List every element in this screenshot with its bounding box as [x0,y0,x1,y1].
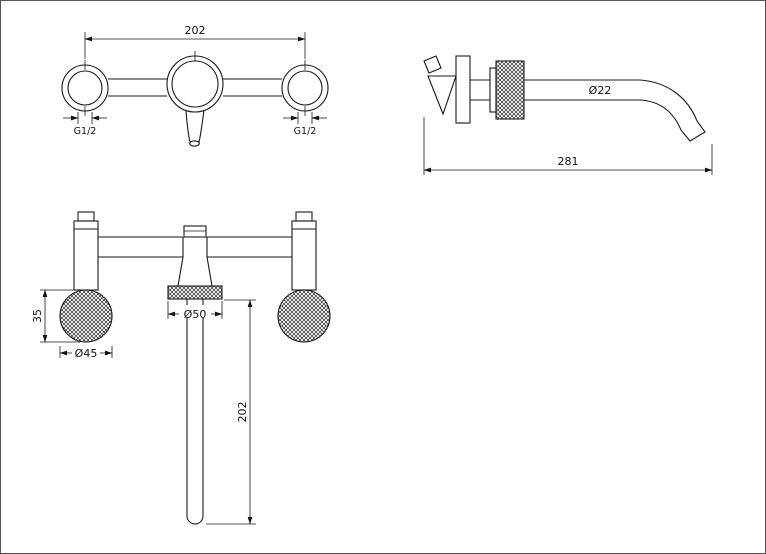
dim-label-reach: 281 [558,155,579,168]
dim-label-flange-diameter: Ø50 [184,308,207,321]
knurled-nut [495,60,525,120]
right-handle-outer [281,64,329,112]
wall-fitting-stub [423,55,442,74]
dim-thread-left: G1/2 [63,112,107,137]
spout-shank [470,79,490,101]
dim-trim-diameter-45: Ø45 [59,346,113,360]
crossbar-tube [98,236,292,258]
spout-front-outline [185,109,205,143]
thread-label-right: G1/2 [294,126,317,137]
left-valve-body [73,220,99,291]
plan-view: 35 Ø45 Ø50 202 [31,211,331,525]
right-handle-inner [287,70,323,106]
thread-label-left: G1/2 [74,126,97,137]
dim-width-202: 202 [84,24,306,59]
spout-base-outer [166,55,224,113]
left-handle-outer [61,64,109,112]
dim-trim-height-35: 35 [31,289,80,343]
nut-flange [489,67,497,113]
side-view: Ø22 281 [423,55,713,175]
dim-label-spout-diameter: Ø22 [589,84,612,97]
spout-outlet [189,140,200,147]
dim-label-width: 202 [185,24,206,37]
center-junction [177,237,213,287]
dim-text-mask [179,305,211,318]
escutcheon-plate [455,55,471,124]
spout-flange [167,285,223,300]
dim-flange-diameter-50: Ø50 [167,301,223,321]
right-valve-cap [295,211,313,222]
dim-label-drop-length: 202 [236,402,249,423]
center-stub [183,225,207,238]
dim-reach-281: 281 [423,117,713,175]
spout-tip [680,120,706,142]
dim-label-trim-diameter: Ø45 [75,347,98,360]
spout-base-inner [171,60,219,108]
wall-fitting-body [427,75,457,116]
left-knurled-trim [59,289,113,343]
left-handle-inner [67,70,103,106]
dim-drop-length-202: 202 [206,299,256,525]
spout-tube [524,79,640,101]
drop-tube [186,299,204,525]
dim-thread-right: G1/2 [283,112,327,137]
front-view: 202 G1/2 G1/2 [61,24,329,147]
body-bar [108,78,282,97]
right-valve-body [291,220,317,291]
dim-label-trim-height: 35 [31,309,44,323]
spout-curve [639,79,698,131]
right-knurled-trim [277,289,331,343]
left-valve-cap [77,211,95,222]
